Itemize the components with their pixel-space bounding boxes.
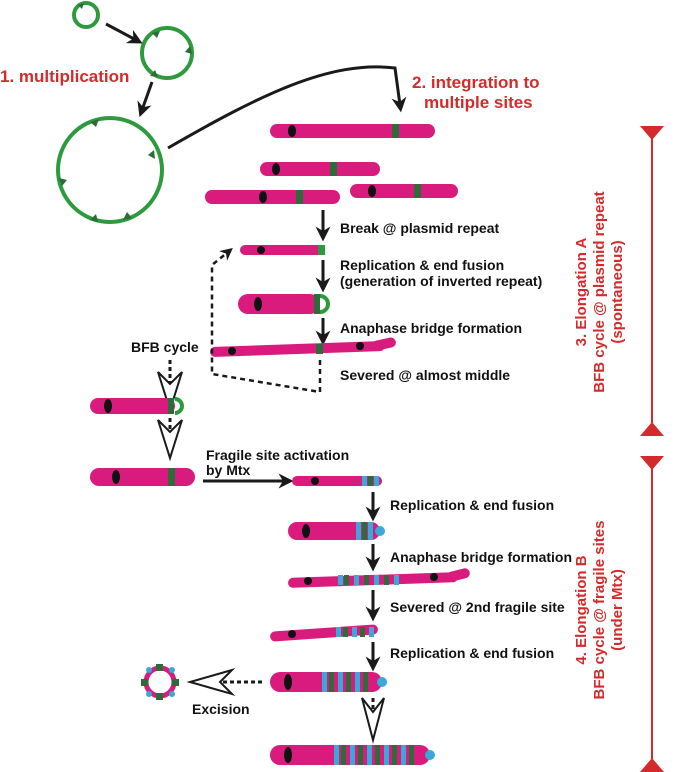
label-inverted-repeat: (generation of inverted repeat) [340,273,542,289]
chromosome-integrated-2 [260,162,380,176]
arrow-integration [167,65,407,150]
arrowhead-bfb-open [157,371,183,414]
label-fragile-line1: Fragile site activation [206,447,349,463]
label-rep-fusion-2: Replication & end fusion [390,497,554,513]
arrowhead-bfb-open-2 [157,419,183,462]
chromosome-integrated-3 [205,190,340,204]
arrow-medium-to-large [137,81,154,118]
arrowhead-excision-open [186,667,236,697]
label-excision: Excision [192,701,250,717]
phase-b-bracket [640,456,664,772]
label-rep-fusion-1: Replication & end fusion [340,257,504,273]
chromosome-fused-2 [90,397,184,415]
phase-a-line1: 3. Elongation A [573,238,590,347]
step-integration-line1: 2. integration to [412,73,540,92]
chromosome-fragile-1 [292,476,382,486]
chromosome-integrated-4 [350,184,458,198]
step-integration-line2: multiple sites [424,93,533,112]
phase-a-bracket [640,126,664,436]
label-bridge-1: Anaphase bridge formation [340,320,522,336]
plasmid-large [56,116,164,224]
chromosome-fragile-3 [270,672,387,692]
excised-ring [141,664,179,700]
phase-b-line3: (under Mtx) [609,569,626,651]
phase-a-line3: (spontaneous) [609,240,626,343]
phase-a-line2: BFB cycle @ plasmid repeat [591,191,608,392]
chromosome-severed-2 [270,624,378,642]
plasmid-medium [140,26,194,80]
chromosome-broken [240,245,325,255]
label-bridge-2: Anaphase bridge formation [390,549,572,565]
label-bfb-cycle: BFB cycle [131,339,199,355]
label-rep-fusion-3: Replication & end fusion [390,645,554,661]
chromosome-bridge-2 [288,568,470,588]
chromosome-bridge-1 [210,337,396,357]
arrow-small-to-medium [105,22,143,44]
step-multiplication: 1. multiplication [0,67,129,86]
plasmid-small [72,1,100,29]
arrowhead-final-open [361,697,385,744]
chromosome-fused-1 [238,294,330,314]
chromosome-fragile-2 [288,522,385,540]
phase-b-line2: BFB cycle @ fragile sites [591,521,608,700]
chromosome-integrated-1 [270,124,435,138]
phase-b-line1: 4. Elongation B [573,555,590,664]
label-fragile-line2: by Mtx [206,462,251,478]
bfb-loop-dashed [210,248,322,394]
label-severed-middle: Severed @ almost middle [340,367,510,383]
label-severed-2nd: Severed @ 2nd fragile site [390,599,565,615]
label-break: Break @ plasmid repeat [340,220,499,236]
chromosome-pre-fragile [90,468,195,486]
chromosome-final [270,745,435,765]
